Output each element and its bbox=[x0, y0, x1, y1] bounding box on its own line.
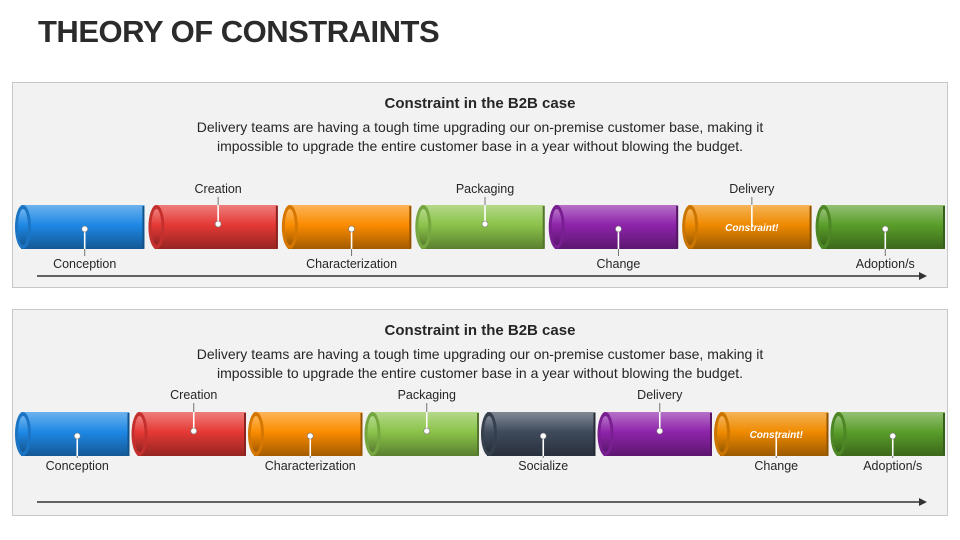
description-line-1: Delivery teams are having a tough time u… bbox=[196, 119, 764, 135]
connector-dot bbox=[214, 220, 222, 228]
pipe-segment-creation: Creation bbox=[131, 388, 246, 456]
connector-dot bbox=[656, 427, 664, 435]
panel-description: Delivery teams are having a tough time u… bbox=[13, 118, 947, 156]
stage-label: Delivery bbox=[637, 388, 683, 402]
pipe-rim bbox=[409, 206, 412, 248]
pipe-segment-delivery: Delivery bbox=[597, 388, 712, 456]
page-title: THEORY OF CONSTRAINTS bbox=[38, 14, 440, 49]
pipe-cap-inner bbox=[251, 416, 261, 452]
pipe-body bbox=[154, 205, 278, 249]
stage-label: Conception bbox=[53, 257, 116, 271]
connector-dot bbox=[81, 225, 89, 233]
pipe-cap-inner bbox=[151, 209, 162, 245]
pipe-body bbox=[688, 205, 812, 249]
pipe-cap-inner bbox=[367, 416, 378, 452]
pipe-segment-conception: Conception bbox=[15, 412, 130, 473]
panel-heading: Constraint in the B2B case bbox=[384, 322, 576, 339]
pipe-segment-creation: Creation bbox=[148, 182, 278, 249]
pipe-segment-delivery: Constraint! Delivery bbox=[682, 182, 812, 249]
pipe-cap-inner bbox=[685, 209, 696, 245]
pipe-rim bbox=[542, 206, 545, 248]
stage-label: Packaging bbox=[398, 388, 456, 402]
pipe-cap-inner bbox=[284, 209, 295, 245]
pipe-cap-inner bbox=[833, 416, 844, 452]
pipe-cap-inner bbox=[551, 209, 562, 245]
panel-heading: Constraint in the B2B case bbox=[384, 95, 576, 112]
pipe-body bbox=[720, 412, 829, 456]
pipe-rim bbox=[809, 206, 812, 248]
pipe-cap-inner bbox=[717, 416, 727, 452]
description-line-2: impossible to upgrade the entire custome… bbox=[216, 365, 744, 381]
pipe-cap-inner bbox=[484, 416, 494, 452]
stage-label: Socialize bbox=[518, 459, 568, 473]
stage-label: Change bbox=[754, 459, 798, 473]
connector-dot bbox=[881, 225, 889, 233]
pipe-rim bbox=[943, 413, 945, 455]
stage-label: Packaging bbox=[456, 182, 514, 196]
connector-dot bbox=[423, 427, 431, 435]
pipe-cap-inner bbox=[18, 416, 28, 452]
pipe-segment-conception: Conception bbox=[15, 205, 145, 271]
pipe-rim bbox=[244, 413, 246, 455]
pipe-cap-inner bbox=[818, 209, 829, 245]
pipe-rim bbox=[360, 413, 363, 455]
timeline-arrowhead-icon bbox=[919, 498, 927, 506]
description-line-1: Delivery teams are having a tough time u… bbox=[196, 346, 764, 362]
pipe-body bbox=[421, 205, 545, 249]
connector-dot bbox=[889, 432, 897, 440]
panel-description: Delivery teams are having a tough time u… bbox=[13, 345, 947, 383]
stage-label: Adoption/s bbox=[856, 257, 915, 271]
constraint-marker-text: Constraint! bbox=[725, 223, 779, 234]
connector-dot bbox=[481, 220, 489, 228]
pipe-rim bbox=[142, 206, 145, 248]
constraint-panel-2: Constraint in the B2B case Delivery team… bbox=[12, 309, 948, 516]
pipe-body bbox=[603, 412, 712, 456]
pipe-rim bbox=[275, 206, 278, 248]
pipe-rim bbox=[593, 413, 596, 455]
pipe-rim bbox=[710, 413, 712, 455]
pipe-segment-adoption-s: Adoption/s bbox=[815, 205, 945, 271]
description-line-2: impossible to upgrade the entire custome… bbox=[216, 138, 744, 154]
stage-label: Characterization bbox=[265, 459, 356, 473]
pipe-cap-inner bbox=[18, 209, 28, 245]
connector-dot bbox=[190, 427, 198, 435]
pipe-segment-packaging: Packaging bbox=[415, 182, 545, 249]
pipe-rim bbox=[676, 206, 679, 248]
stage-label: Change bbox=[597, 257, 641, 271]
connector-dot bbox=[539, 432, 547, 440]
stage-label: Creation bbox=[195, 182, 242, 196]
stage-label: Delivery bbox=[729, 182, 775, 196]
connector-dot bbox=[73, 432, 81, 440]
constraint-panel-1: Constraint in the B2B case Delivery team… bbox=[12, 82, 948, 288]
pipe-cap-inner bbox=[418, 209, 429, 245]
pipe-segment-change: Change bbox=[548, 205, 679, 271]
connector-dot bbox=[348, 225, 355, 233]
pipe-segment-adoption-s: Adoption/s bbox=[830, 412, 945, 473]
stage-label: Characterization bbox=[306, 257, 397, 271]
pipe-segment-socialize: Socialize bbox=[481, 412, 596, 473]
pipe-rim bbox=[826, 413, 829, 455]
pipe-body bbox=[137, 412, 246, 456]
constraint-marker-text: Constraint! bbox=[750, 430, 804, 441]
pipe-rim bbox=[943, 206, 945, 248]
pipe-segment-change: Constraint! Change bbox=[714, 412, 829, 473]
connector-dot bbox=[306, 432, 314, 440]
pipe-rim bbox=[477, 413, 479, 455]
pipe-segment-packaging: Packaging bbox=[364, 388, 479, 456]
pipe-segment-characterization: Characterization bbox=[281, 205, 412, 271]
pipe-body bbox=[370, 412, 479, 456]
timeline-arrowhead-icon bbox=[919, 272, 927, 280]
stage-label: Conception bbox=[46, 459, 109, 473]
pipe-cap-inner bbox=[600, 416, 611, 452]
pipe-segment-characterization: Characterization bbox=[248, 412, 363, 473]
stage-label: Adoption/s bbox=[863, 459, 922, 473]
stage-label: Creation bbox=[170, 388, 217, 402]
pipe-rim bbox=[127, 413, 130, 455]
pipe-cap-inner bbox=[134, 416, 145, 452]
connector-dot bbox=[615, 225, 622, 233]
